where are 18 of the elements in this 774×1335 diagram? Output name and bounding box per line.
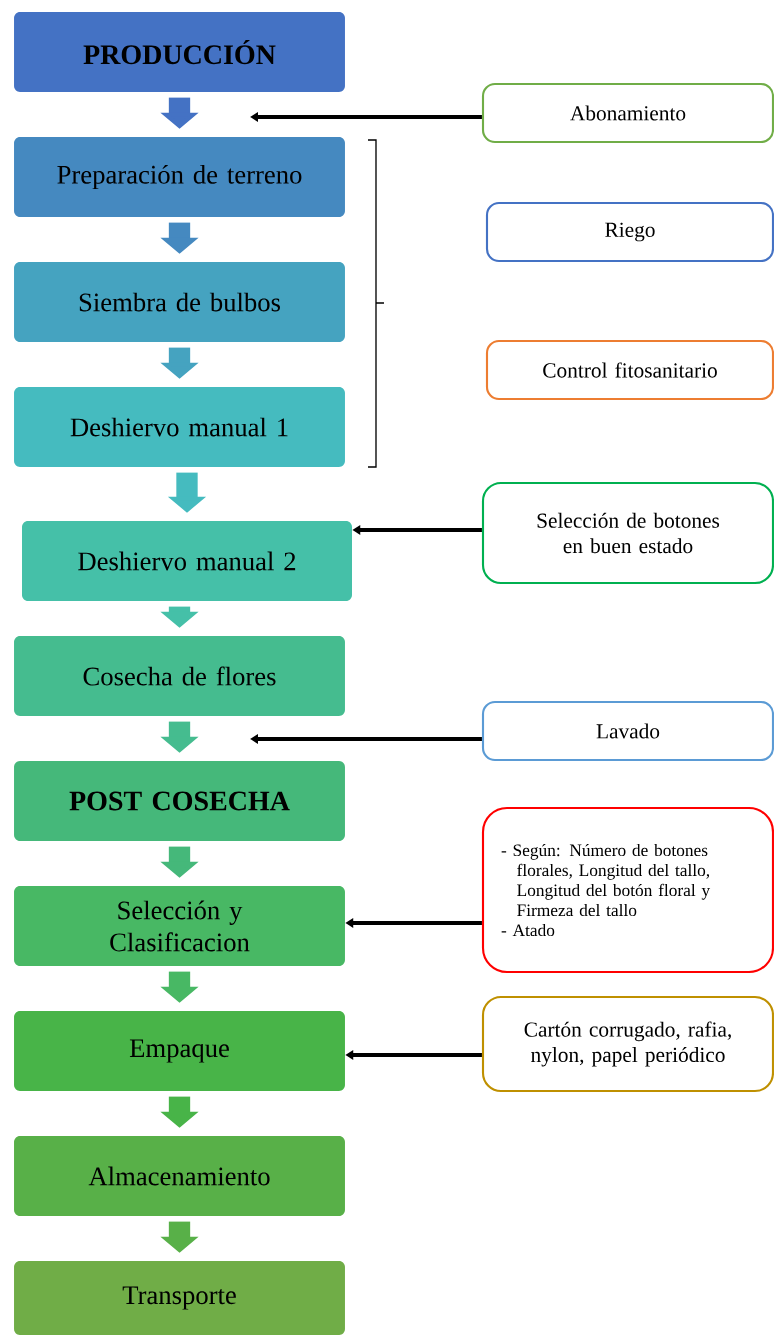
note-box: Riego	[485, 201, 774, 263]
process-box: Cosecha de flores	[14, 636, 345, 716]
note-box: Abonamiento	[481, 82, 774, 144]
note-box: Control fitosanitario	[485, 339, 774, 401]
note-box: Selección de botones en buen estado	[481, 481, 774, 585]
process-box: Siembra de bulbos	[14, 262, 345, 342]
note-box: Cartón corrugado, rafia, nylon, papel periódico	[481, 995, 774, 1093]
process-box: Preparación de terreno	[14, 137, 345, 217]
process-box: Transporte	[14, 1261, 345, 1335]
note-box: - Según: Número de botones florales, Longitud del tallo, Longitud del botón floral y Firmeza del tallo - Atado	[481, 806, 774, 974]
process-box: Selección y Clasificacion	[14, 886, 345, 966]
process-box: POST COSECHA	[14, 761, 345, 841]
process-box: PRODUCCIÓN	[14, 12, 345, 92]
note-box: Lavado	[481, 700, 774, 762]
process-box: Almacenamiento	[14, 1136, 345, 1216]
process-box: Deshiervo manual 2	[22, 521, 352, 601]
process-box: Empaque	[14, 1011, 345, 1091]
process-box: Deshiervo manual 1	[14, 387, 345, 467]
